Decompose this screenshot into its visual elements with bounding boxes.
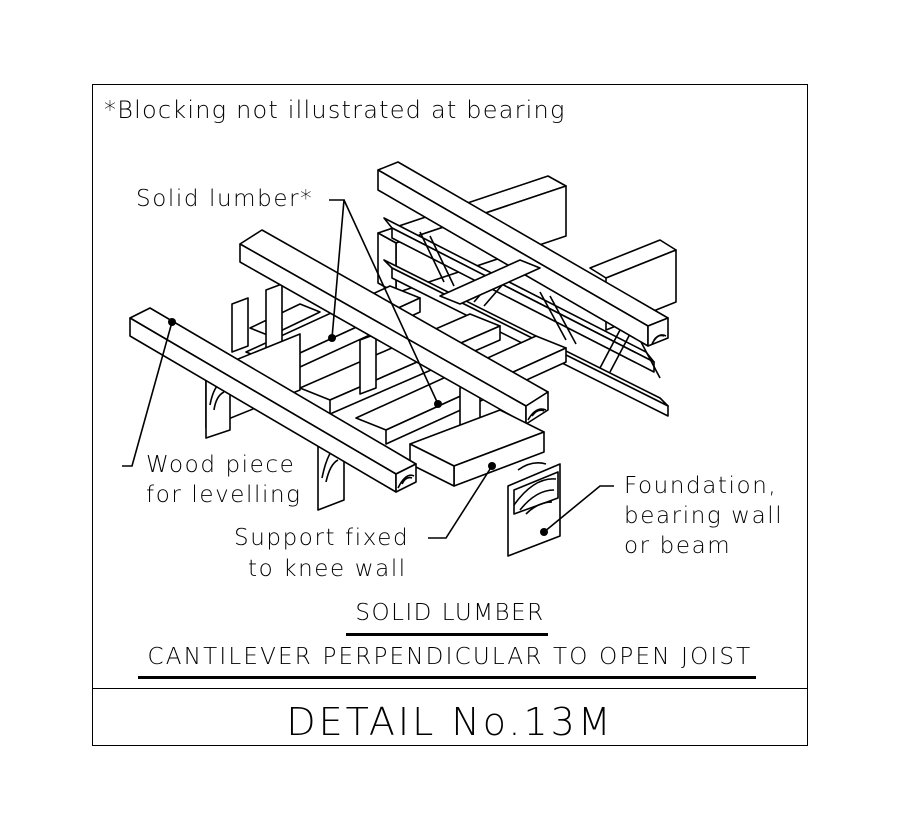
title-divider [92, 688, 808, 689]
label-support-line2: to knee wall [248, 556, 407, 582]
label-foundation-line3: or beam [624, 533, 732, 559]
label-solid-lumber: Solid lumber* [136, 186, 314, 212]
front-support-and-foundation [409, 409, 561, 557]
label-wood-piece-line2: for levelling [146, 482, 302, 508]
front-cantilever-joist [129, 307, 417, 493]
caption-line2: CANTILEVER PERPENDICULAR TO OPEN JOIST [147, 644, 753, 670]
drawing-frame [92, 84, 808, 746]
label-wood-piece-line1: Wood piece [146, 452, 296, 478]
label-foundation-line2: bearing wall [624, 503, 784, 529]
label-foundation-line1: Foundation, [624, 473, 778, 499]
far-cantilever-joist [377, 161, 669, 347]
blocking-note: *Blocking not illustrated at bearing [104, 96, 566, 124]
caption-line1: SOLID LUMBER [355, 600, 545, 626]
detail-title: DETAIL No.13M [286, 700, 614, 744]
caption-line2-underline [138, 676, 756, 679]
caption-line1-underline [346, 633, 548, 636]
leader-dots [168, 318, 548, 536]
label-support-line1: Support fixed [234, 525, 410, 551]
leader-lines [122, 199, 614, 539]
